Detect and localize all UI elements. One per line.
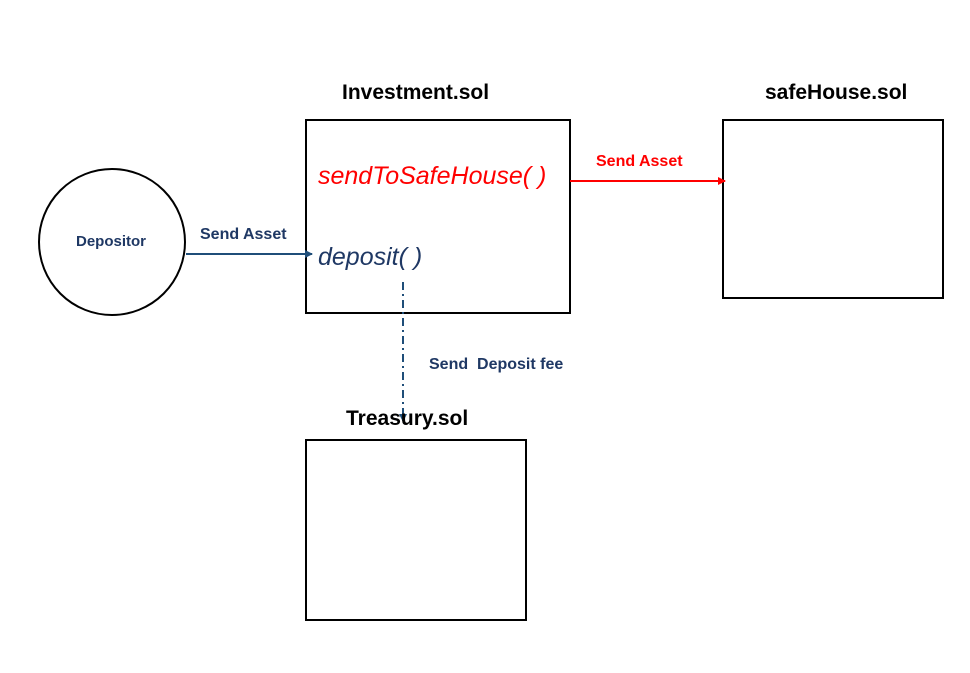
- method-send-to-safehouse: sendToSafeHouse( ): [318, 162, 547, 190]
- edge-label-depositor-to-investment: Send Asset: [200, 226, 287, 243]
- edge-label-investment-to-safehouse: Send Asset: [596, 153, 683, 170]
- investment-box: [305, 119, 571, 314]
- safehouse-box: [722, 119, 944, 299]
- investment-title: Investment.sol: [342, 81, 490, 104]
- depositor-label: Depositor: [76, 233, 147, 250]
- edge-label-investment-to-treasury: Send Deposit fee: [429, 356, 564, 373]
- method-deposit: deposit( ): [318, 243, 423, 271]
- treasury-title: Treasury.sol: [346, 407, 469, 430]
- treasury-box: [305, 439, 527, 621]
- safehouse-title: safeHouse.sol: [765, 81, 908, 104]
- depositor-node: [38, 168, 186, 316]
